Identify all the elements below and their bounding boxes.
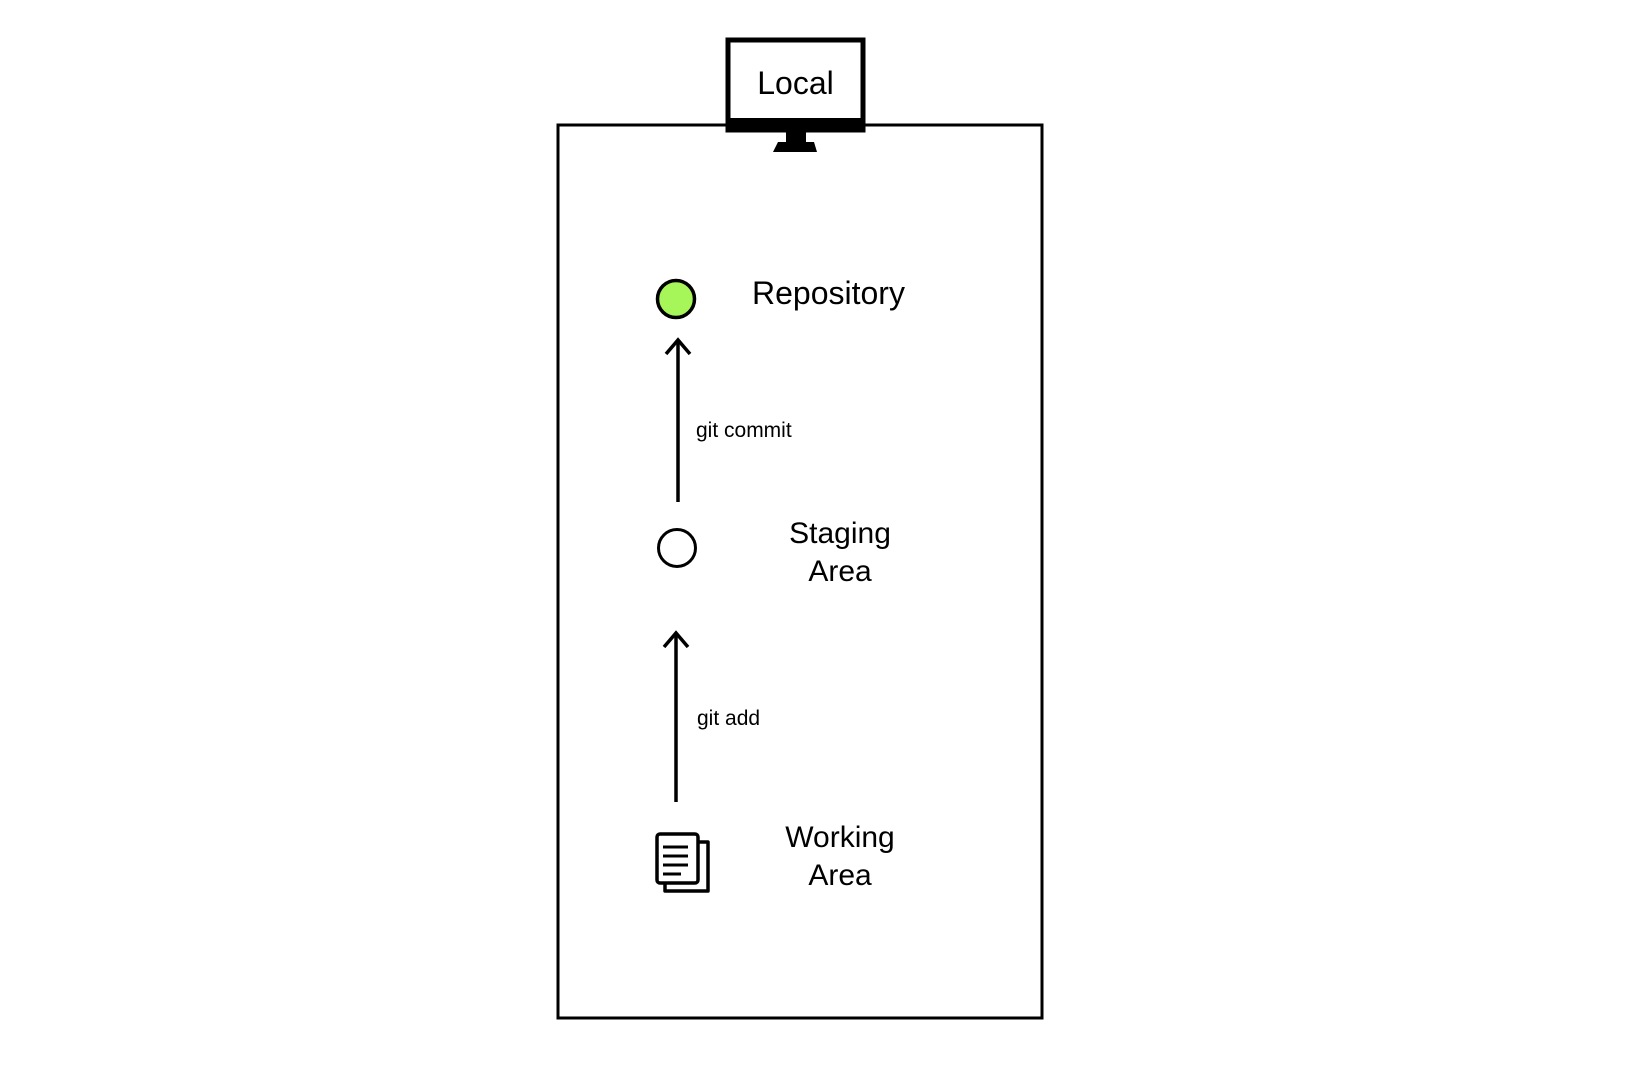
staging-area-label: Staging Area: [760, 515, 920, 590]
repository-label: Repository: [752, 273, 947, 313]
git-commit-label: git commit: [696, 419, 792, 442]
working-area-label-line: Area: [808, 858, 872, 892]
local-label: Local: [757, 65, 834, 101]
monitor-chin: [728, 118, 863, 132]
working-area-label: Working Area: [760, 819, 920, 894]
git-commit-arrowhead: [664, 337, 692, 356]
staging-node-icon: [657, 528, 697, 568]
staging-area-label-line: Area: [808, 554, 872, 588]
git-add-label: git add: [697, 707, 761, 730]
git-add-arrow: [662, 630, 690, 802]
monitor-stand: [773, 142, 817, 152]
working-area-label-line: Working: [785, 821, 895, 854]
documents-back-sheet: [663, 840, 710, 893]
documents-front-sheet: [655, 832, 700, 885]
documents-icon: [655, 832, 710, 893]
monitor-icon: [725, 37, 866, 152]
repository-label-line: Repository: [752, 275, 905, 311]
git-add-arrowhead: [662, 630, 690, 649]
staging-area-label-line: Staging: [789, 517, 891, 550]
monitor-neck: [786, 132, 806, 142]
git-commit-arrow: [664, 337, 692, 502]
repository-node-icon: [655, 278, 697, 320]
